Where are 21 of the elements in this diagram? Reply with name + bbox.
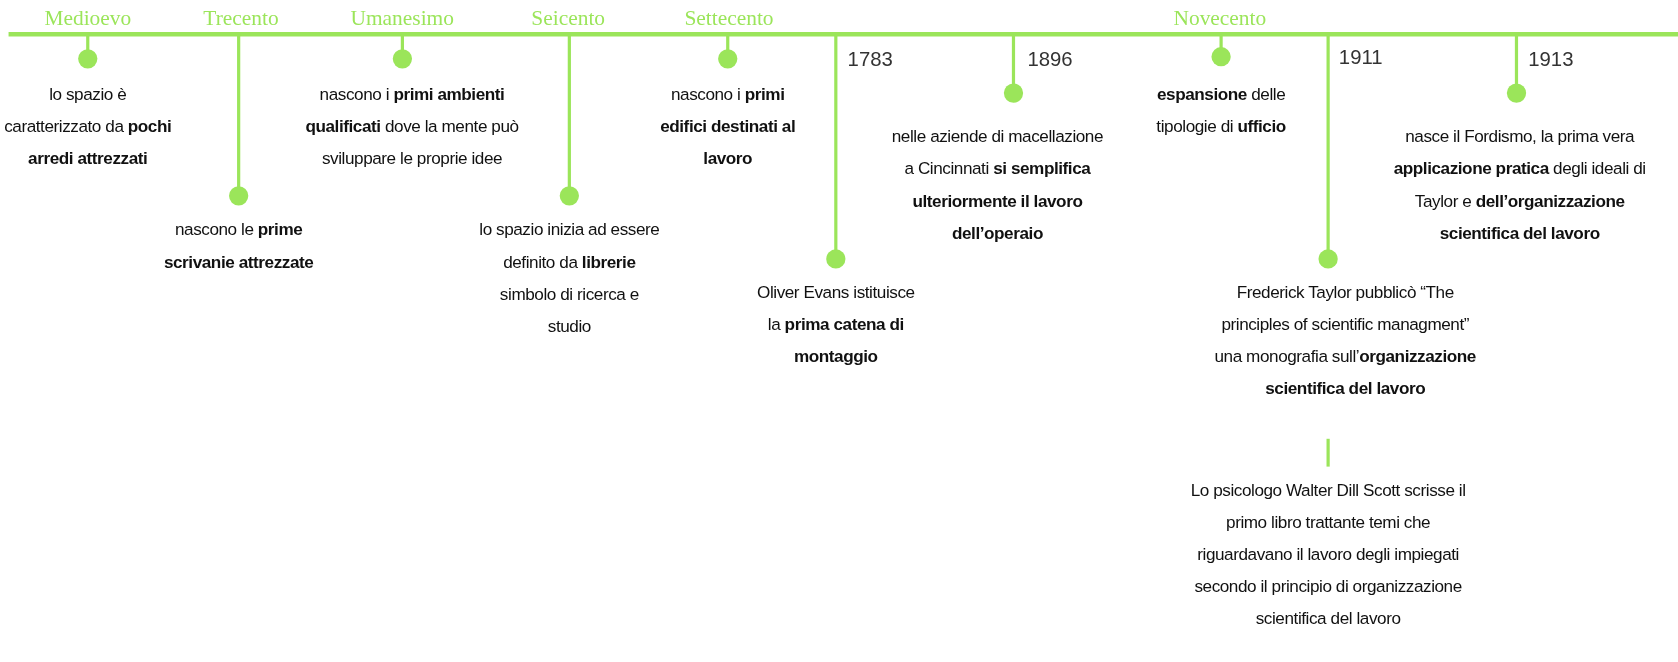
event-text: nasce il Fordismo, la prima vera applicazione pratica degli ideali di Taylor e dell’organizzazione scientifica del lavoro: [1392, 126, 1647, 244]
year-label: 1913: [1528, 47, 1574, 73]
era-label: Novecento: [1173, 4, 1267, 30]
event-text: lo spazio inizia ad essere definito da librerie simbolo di ricerca e studio: [478, 219, 661, 337]
event-text: nascono i primi edifici destinati al lavoro: [659, 83, 797, 169]
event-text: lo spazio è caratterizzato da pochi arredi attrezzati: [3, 83, 173, 169]
event-text: Frederick Taylor pubblicò “The principles of scientific managment” una monografia sull’organizzazione scientifica del lavoro: [1213, 281, 1477, 400]
event-text: Lo psicologo Walter Dill Scott scrisse il primo libro trattante temi che riguardavano il lavoro degli impiegati secondo il principio di organizzazione scientifica del lavoro: [1189, 479, 1467, 630]
event-text: espansione delle tipologie di ufficio: [1155, 83, 1287, 137]
year-label: 1896: [1027, 47, 1073, 73]
event-text: nascono le prime scrivanie attrezzate: [162, 219, 315, 273]
event-text: nelle aziende di macellazione a Cincinnati si semplifica ulteriormente il lavoro dell’operaio: [890, 126, 1105, 244]
event-text: Oliver Evans istituisce la prima catena di montaggio: [756, 281, 916, 367]
era-label: Medioevo: [44, 4, 132, 30]
year-label: 1911: [1338, 45, 1383, 71]
era-label: Settecento: [684, 4, 774, 30]
era-label: Seicento: [531, 4, 606, 30]
era-label: Umanesimo: [350, 4, 454, 30]
era-label: Trecento: [203, 4, 279, 30]
event-text: nascono i primi ambienti qualificati dove la mente può sviluppare le proprie idee: [304, 83, 520, 169]
year-label: 1783: [847, 47, 893, 73]
